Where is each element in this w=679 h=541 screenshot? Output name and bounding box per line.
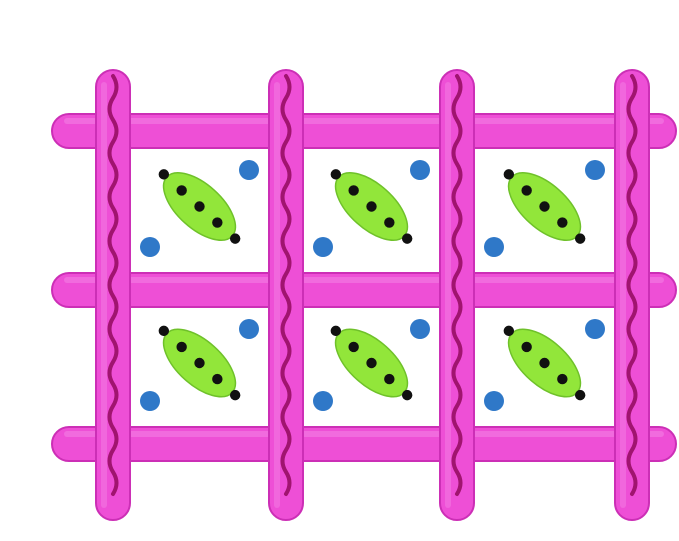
leaf-dot	[504, 326, 514, 336]
blue-dot	[140, 391, 160, 411]
bar-highlight	[64, 118, 664, 124]
leaf-dot	[521, 342, 531, 352]
leaf-dot	[539, 358, 549, 368]
bar-highlight	[101, 82, 107, 508]
blue-dot	[484, 391, 504, 411]
bar-highlight	[620, 82, 626, 508]
leaf-dot	[384, 217, 394, 227]
leaf-dot	[348, 342, 358, 352]
leaf-dot	[230, 233, 240, 243]
cell	[474, 148, 615, 273]
bar-highlight	[445, 82, 451, 508]
blue-dot	[313, 391, 333, 411]
leaf-dot	[504, 169, 514, 179]
cell	[303, 307, 440, 427]
leaf-dot	[348, 185, 358, 195]
leaf-dot	[159, 326, 169, 336]
leaf-dot	[194, 201, 204, 211]
blue-dot	[410, 319, 430, 339]
leaf-dot	[539, 201, 549, 211]
cell	[303, 148, 440, 273]
leaf-dot	[230, 390, 240, 400]
blue-dot	[585, 319, 605, 339]
blue-dot	[140, 237, 160, 257]
leaf-dot	[575, 390, 585, 400]
leaf-dot	[212, 374, 222, 384]
leaf-dot	[331, 326, 341, 336]
leaf-dot	[366, 201, 376, 211]
leaf-dot	[402, 233, 412, 243]
blue-dot	[585, 160, 605, 180]
blue-dot	[239, 160, 259, 180]
leaf-dot	[557, 374, 567, 384]
leaf-dot	[521, 185, 531, 195]
blue-dot	[484, 237, 504, 257]
leaf-dot	[384, 374, 394, 384]
leaf-dot	[557, 217, 567, 227]
leaf-dot	[176, 185, 186, 195]
bar-highlight	[64, 277, 664, 283]
leaf-dot	[366, 358, 376, 368]
cell	[130, 148, 269, 273]
blue-dot	[239, 319, 259, 339]
cell	[474, 307, 615, 427]
cell	[130, 307, 269, 427]
leaf-dot	[176, 342, 186, 352]
blue-dot	[313, 237, 333, 257]
leaf-dot	[575, 233, 585, 243]
blue-dot	[410, 160, 430, 180]
bar-highlight	[274, 82, 280, 508]
leaf-dot	[402, 390, 412, 400]
leaf-dot	[212, 217, 222, 227]
leaf-dot	[159, 169, 169, 179]
bar-highlight	[64, 431, 664, 437]
leaf-dot	[331, 169, 341, 179]
leaf-dot	[194, 358, 204, 368]
